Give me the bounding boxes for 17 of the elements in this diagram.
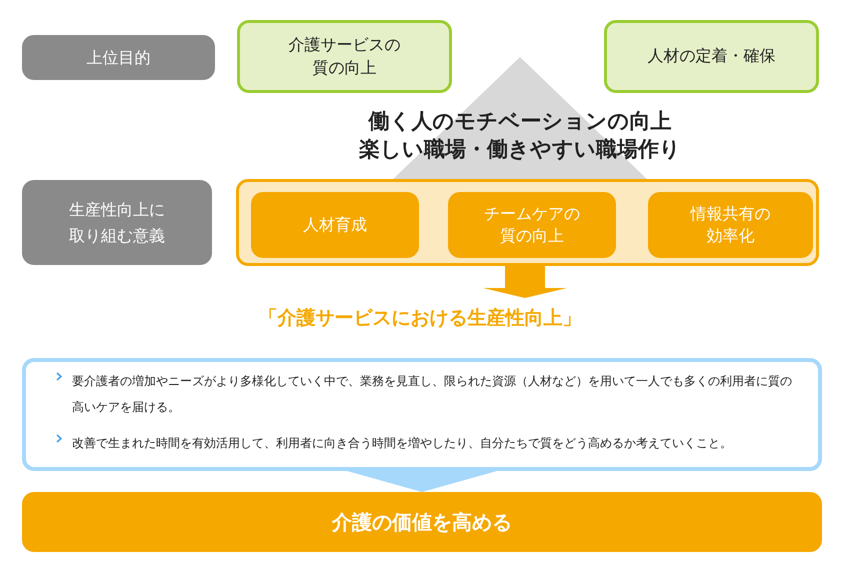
bullet-text: 改善で生まれた時間を有効活用して、利用者に向き合う時間を増やしたり、自分たちで質をどう高めるか考えていくこと。: [72, 434, 733, 452]
result-text: 「介護サービスにおける生産性向上」: [200, 300, 640, 336]
slogan-text: 働く人のモチベーションの向上: [368, 108, 672, 135]
purpose-label: 生産性向上に取り組む意義: [22, 180, 212, 265]
value-banner: 介護の価値を高める: [22, 492, 822, 552]
arrow: [347, 471, 497, 492]
arrow: [483, 266, 567, 298]
bullet-text: 要介護者の増加やニーズがより多様化していく中で、業務を見直し、限られた資源（人材など）を用いて一人でも多くの利用者に質の高いケアを届ける。: [72, 372, 793, 416]
slogan-text: 楽しい職場・働きやすい職場作り: [359, 136, 681, 163]
initiative-box: 人材育成: [251, 192, 419, 258]
initiative-panel: [236, 179, 819, 266]
goal-box: 人材の定着・確保: [604, 20, 819, 93]
info-box: [22, 358, 822, 471]
goal-box: 介護サービスの質の向上: [237, 20, 452, 93]
initiative-box: 情報共有の効率化: [648, 192, 813, 258]
goal-label: 上位目的: [22, 35, 215, 80]
initiative-box: チームケアの質の向上: [448, 192, 616, 258]
